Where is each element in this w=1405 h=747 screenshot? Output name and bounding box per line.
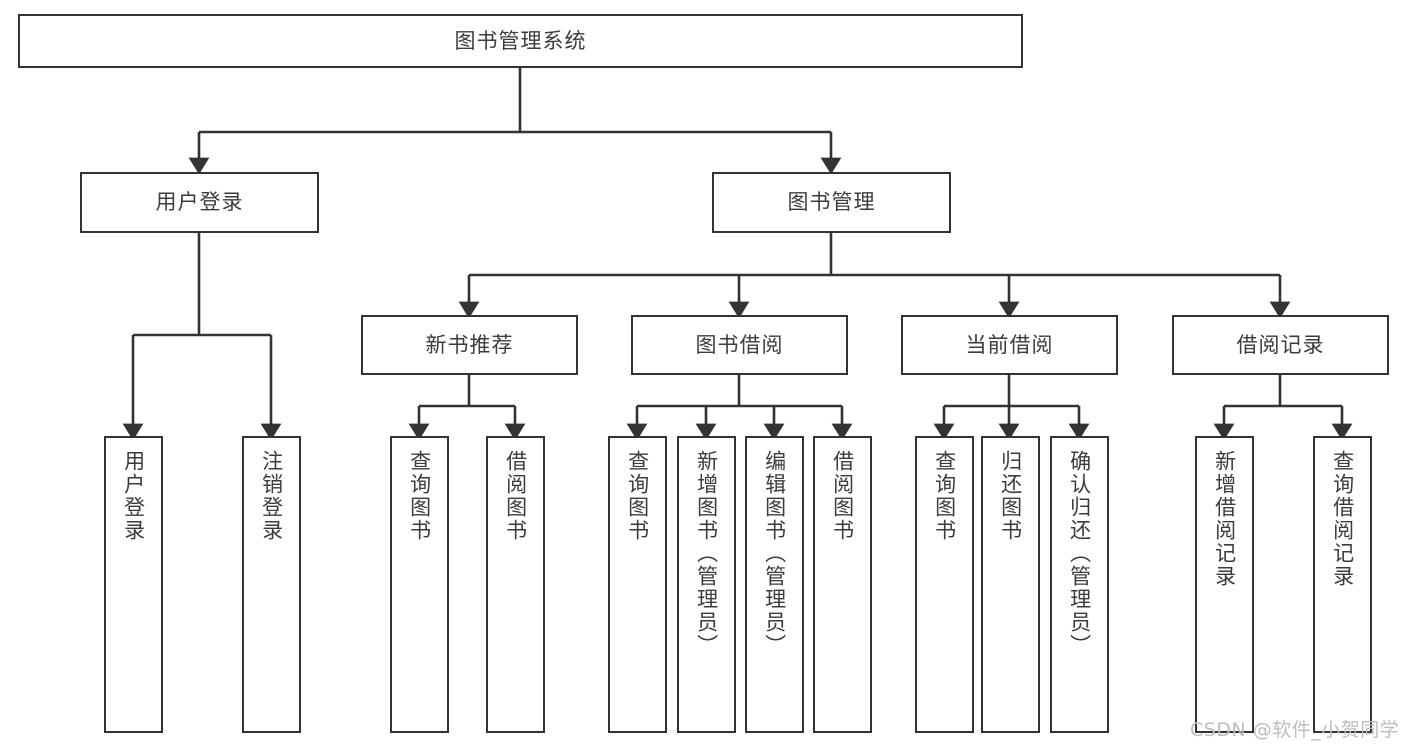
node-label: 新增图书（管理员） (694, 450, 719, 657)
node-label: 借阅图书 (503, 450, 528, 542)
leaf-borrow-borrow-book[interactable]: 借阅图书 (813, 436, 872, 733)
node-label: 用户登录 (121, 450, 146, 542)
node-label: 图书管理 (787, 190, 876, 215)
node-book-management[interactable]: 图书管理 (712, 172, 951, 233)
node-label: 当前借阅 (965, 332, 1054, 357)
leaf-recommend-borrow-book[interactable]: 借阅图书 (486, 436, 545, 733)
leaf-borrow-add-book-admin[interactable]: 新增图书（管理员） (677, 436, 736, 733)
node-borrow-record[interactable]: 借阅记录 (1172, 315, 1389, 375)
node-current-borrow[interactable]: 当前借阅 (901, 315, 1118, 375)
leaf-current-return-book[interactable]: 归还图书 (981, 436, 1040, 733)
node-label: 用户登录 (155, 190, 244, 215)
node-label: 查询图书 (407, 450, 432, 542)
node-label: 借阅图书 (830, 450, 855, 542)
node-book-borrow[interactable]: 图书借阅 (631, 315, 848, 375)
node-label: 查询图书 (932, 450, 957, 542)
leaf-current-confirm-return-admin[interactable]: 确认归还（管理员） (1050, 436, 1109, 733)
leaf-recommend-query-book[interactable]: 查询图书 (390, 436, 449, 733)
leaf-user-login-signout[interactable]: 注销登录 (242, 436, 301, 733)
leaf-borrow-edit-book-admin[interactable]: 编辑图书（管理员） (745, 436, 804, 733)
leaf-record-add-record[interactable]: 新增借阅记录 (1195, 436, 1254, 733)
node-label: 编辑图书（管理员） (762, 450, 787, 657)
node-label: 新书推荐 (425, 332, 514, 357)
node-user-login[interactable]: 用户登录 (80, 172, 319, 233)
node-label: 借阅记录 (1236, 332, 1325, 357)
node-label: 确认归还（管理员） (1067, 450, 1092, 657)
node-label: 归还图书 (998, 450, 1023, 542)
leaf-record-query-record[interactable]: 查询借阅记录 (1313, 436, 1372, 733)
node-label: 查询借阅记录 (1330, 450, 1355, 588)
leaf-borrow-query-book[interactable]: 查询图书 (608, 436, 667, 733)
node-label: 图书管理系统 (454, 28, 587, 53)
node-label: 查询图书 (625, 450, 650, 542)
leaf-user-login-signin[interactable]: 用户登录 (104, 436, 163, 733)
node-label: 注销登录 (259, 450, 284, 542)
node-new-book-recommend[interactable]: 新书推荐 (361, 315, 578, 375)
leaf-current-query-book[interactable]: 查询图书 (915, 436, 974, 733)
node-label: 图书借阅 (695, 332, 784, 357)
csdn-watermark: CSDN @软件_小贺同学 (1190, 719, 1400, 741)
node-label: 新增借阅记录 (1212, 450, 1237, 588)
node-root-system[interactable]: 图书管理系统 (18, 14, 1023, 68)
